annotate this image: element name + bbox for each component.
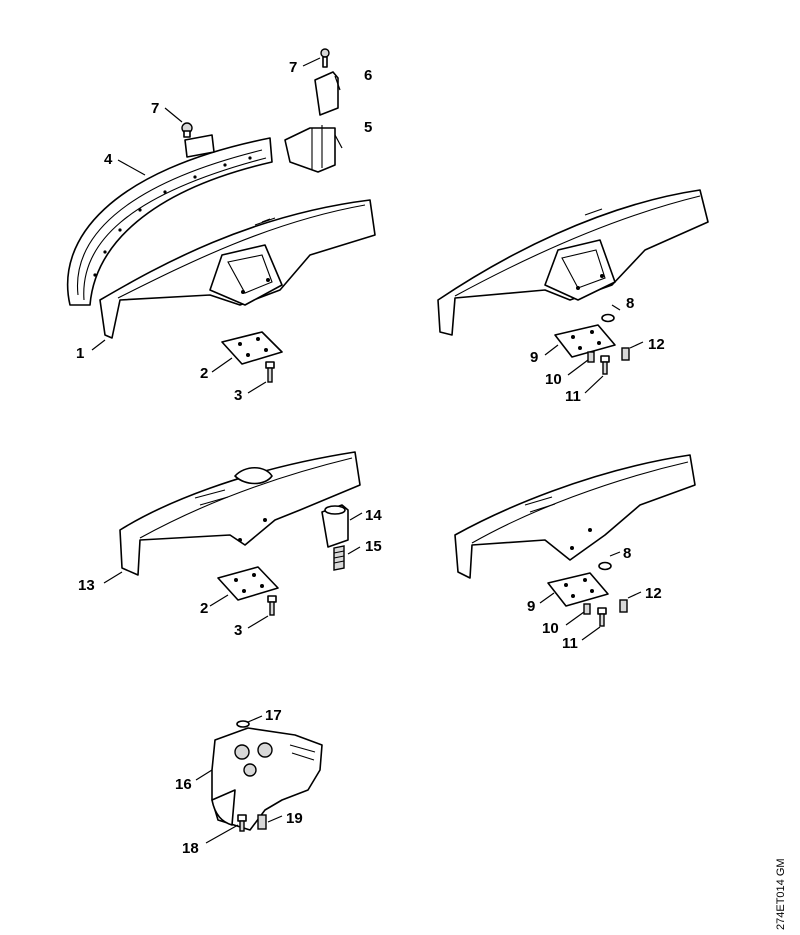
part-4-extension-rail [66,134,273,306]
callout-12: 12 [648,336,665,353]
assembly-guard-with-extension: 1 2 3 4 5 6 7 7 [66,48,376,404]
callout-6: 6 [364,67,372,84]
assembly-deflector: 13 14 15 2 3 [78,451,382,639]
callout-2-b: 2 [200,600,208,617]
callout-9-b: 9 [527,598,535,615]
part-11-screw [600,355,610,375]
part-16-mount [211,727,323,831]
callout-7-left: 7 [151,100,159,117]
assembly-guard-mount: 17 16 18 19 [175,707,323,857]
part-5-bracket [284,125,336,173]
callout-16: 16 [175,776,192,793]
callout-12-b: 12 [645,585,662,602]
callout-9: 9 [530,349,538,366]
part-12-screw-b [619,599,628,613]
part-10-screw [587,351,595,363]
part-7-screw-left [181,122,193,138]
part-15-spring [333,545,345,571]
part-6-clamp [314,71,339,116]
part-3-screw [265,361,275,383]
part-10-screw-b [583,603,591,615]
assembly-deflector-b: 8 9 10 11 12 [454,454,696,652]
callout-3: 3 [234,387,242,404]
callout-14: 14 [365,507,382,524]
part-8-washer-b [598,561,612,571]
callout-10: 10 [545,371,562,388]
drawing-code: 274ET014 GM [775,858,787,930]
part-guard-right [437,189,709,336]
callout-11: 11 [565,388,581,405]
callout-10-b: 10 [542,620,559,637]
callout-11-b: 11 [562,635,578,652]
part-9-plate-b [547,572,609,607]
part-13-deflector [119,451,361,576]
callout-4: 4 [104,151,113,168]
part-2-plate [221,331,283,365]
part-14-sleeve [321,504,349,548]
callout-7-top: 7 [289,59,297,76]
part-3-screw-b [267,595,277,616]
part-1-grass-guard [99,199,376,339]
callout-1: 1 [76,345,84,362]
part-7-screw-top [320,48,330,68]
callout-13: 13 [78,577,95,594]
part-11-screw-b [597,607,607,627]
part-2-plate-b [217,566,279,601]
assembly-guard: 8 9 10 11 12 [437,189,709,405]
part-deflector-right [454,454,696,579]
part-17-washer [236,720,250,728]
part-18-screw [237,814,247,832]
part-19-screw [257,814,267,830]
callout-18: 18 [182,840,199,857]
part-9-plate [554,324,616,358]
callout-3-b: 3 [234,622,242,639]
callout-2: 2 [200,365,208,382]
callout-8-b: 8 [623,545,631,562]
callout-5: 5 [364,119,372,136]
callout-15: 15 [365,538,382,555]
callout-8: 8 [626,295,634,312]
part-8-washer [601,313,615,323]
callout-19: 19 [286,810,303,827]
part-12-screw [621,347,630,361]
callout-17: 17 [265,707,282,724]
